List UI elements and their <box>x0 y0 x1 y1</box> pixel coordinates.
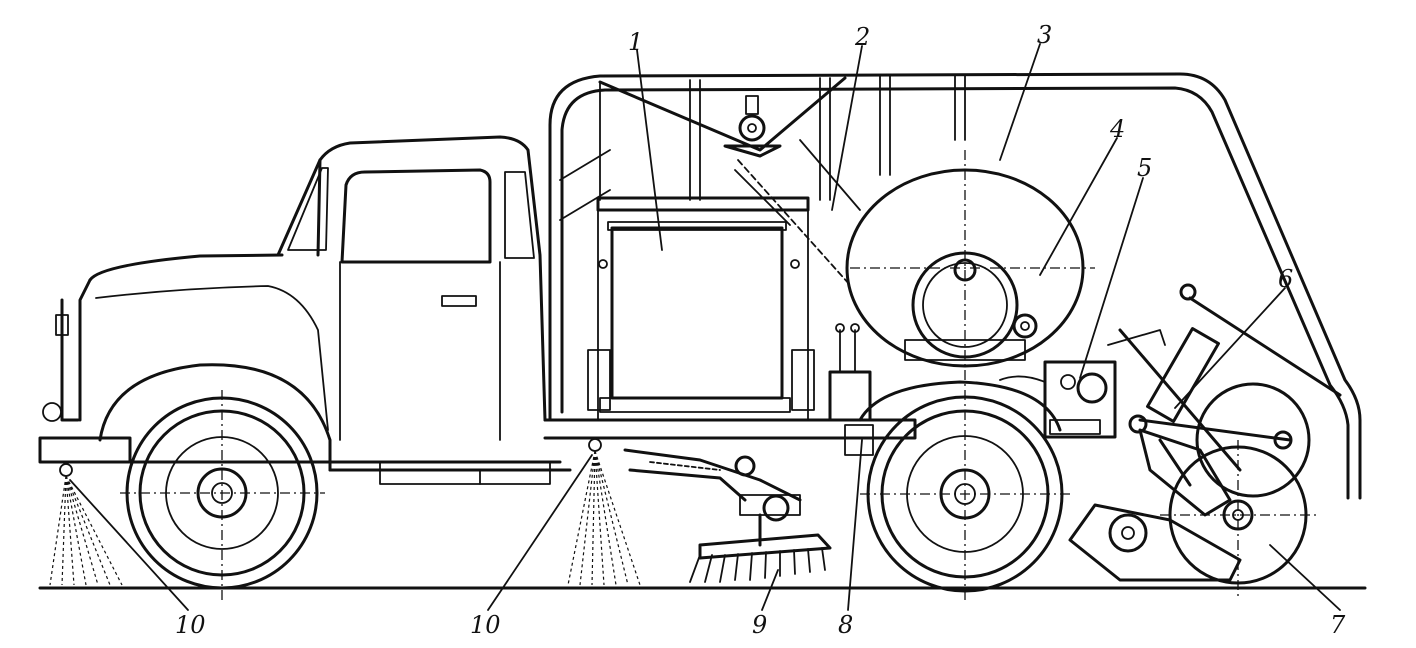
label-10-front: 10 <box>175 611 206 639</box>
drive-unit-5 <box>999 360 1117 439</box>
middle-spray-10 <box>567 438 641 586</box>
truck-cab <box>276 135 547 441</box>
label-5: 5 <box>1137 154 1152 182</box>
water-tank-3 <box>845 150 1095 390</box>
label-2: 2 <box>854 23 870 51</box>
front-fender <box>98 363 332 472</box>
fan-4 <box>911 251 1038 359</box>
hopper-1 <box>587 196 815 421</box>
truck-hood <box>38 253 329 464</box>
label-8: 8 <box>838 611 853 639</box>
label-10-middle: 10 <box>470 611 501 639</box>
pickup-scoop <box>1068 503 1242 582</box>
label-4: 4 <box>1109 115 1125 143</box>
label-7: 7 <box>1330 611 1346 639</box>
hydraulic-unit-8 <box>828 323 874 456</box>
main-broom-7 <box>1160 382 1320 600</box>
label-9: 9 <box>752 611 767 639</box>
front-bumper <box>38 436 132 464</box>
pickup-roller <box>1108 513 1148 553</box>
broom-linkage-6 <box>1107 327 1293 517</box>
body-frame <box>548 72 1362 500</box>
headlight <box>42 402 62 422</box>
label-1: 1 <box>628 28 643 56</box>
chassis-frame <box>128 418 917 485</box>
label-3: 3 <box>1037 21 1052 49</box>
label-6: 6 <box>1278 265 1293 293</box>
door-handle <box>441 295 477 307</box>
front-spray-10 <box>49 463 123 586</box>
side-broom-9 <box>623 448 832 583</box>
leader-lines <box>69 43 1341 611</box>
rear-wheel <box>860 390 1070 600</box>
front-wheel <box>120 390 325 600</box>
